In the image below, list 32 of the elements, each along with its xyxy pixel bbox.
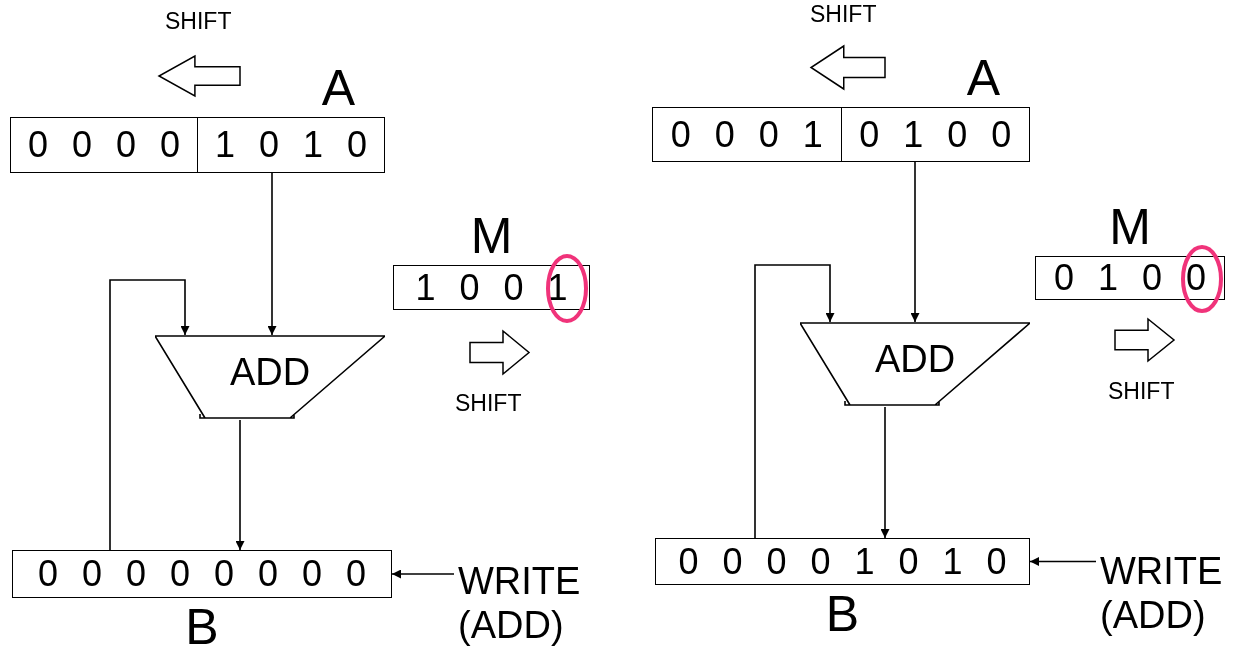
register-name: M xyxy=(470,207,513,265)
shift-label: SHIFT xyxy=(455,392,522,415)
shift-label: SHIFT xyxy=(810,3,877,26)
arrow xyxy=(880,406,890,539)
shift-label: SHIFT xyxy=(165,10,232,33)
bit-values: 0 1 0 0 xyxy=(1053,260,1207,296)
arrow xyxy=(235,419,245,551)
adder-label: ADD xyxy=(874,339,956,378)
write-signal-label: WRITE (ADD) xyxy=(1100,550,1250,638)
shift-label: SHIFT xyxy=(1108,380,1175,403)
arrow xyxy=(910,161,920,323)
arrow xyxy=(267,172,277,336)
bit-values: 0 0 0 0 0 0 0 0 xyxy=(37,556,367,592)
write-signal-label: WRITE (ADD) xyxy=(458,560,608,648)
register-name: A xyxy=(966,49,1000,107)
bit-values: 0 0 0 0 1 0 1 0 xyxy=(678,543,1007,580)
adder-trapezoid xyxy=(155,335,385,420)
arrow xyxy=(1029,557,1097,566)
register-name: B xyxy=(825,585,860,643)
bit-values: 1 0 1 0 xyxy=(214,127,368,163)
adder-trapezoid xyxy=(800,322,1030,407)
bit-values: 0 1 0 0 xyxy=(859,116,1012,153)
adder-label: ADD xyxy=(229,352,311,391)
arrow xyxy=(109,279,190,551)
arrow xyxy=(754,264,835,539)
bit-values: 1 0 0 1 xyxy=(415,269,568,306)
register-name: B xyxy=(185,598,219,656)
bit-values: 0 0 0 0 xyxy=(27,127,181,163)
register-name: A xyxy=(321,59,355,117)
bit-values: 0 0 0 1 xyxy=(670,116,823,153)
arrow xyxy=(391,569,455,579)
register-name: M xyxy=(1109,198,1151,256)
